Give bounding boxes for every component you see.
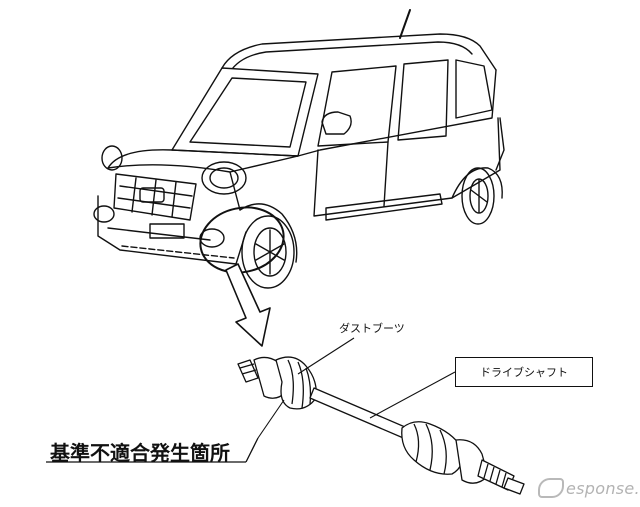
- response-watermark: esponse.: [538, 474, 640, 502]
- drive-shaft-label: ドライブシャフト: [480, 366, 568, 379]
- car-illustration: [93, 9, 505, 289]
- callout-arrow: [225, 263, 271, 347]
- defect-location-label: 基準不適合発生箇所: [50, 441, 230, 465]
- leader-lines: [46, 337, 456, 463]
- drive-shaft-label-box: [455, 357, 593, 387]
- watermark-text: esponse.: [566, 478, 640, 498]
- dust-boot-label: ダストブーツ: [339, 322, 405, 335]
- response-logo-icon: [538, 478, 564, 498]
- drive-shaft-illustration: [237, 356, 525, 495]
